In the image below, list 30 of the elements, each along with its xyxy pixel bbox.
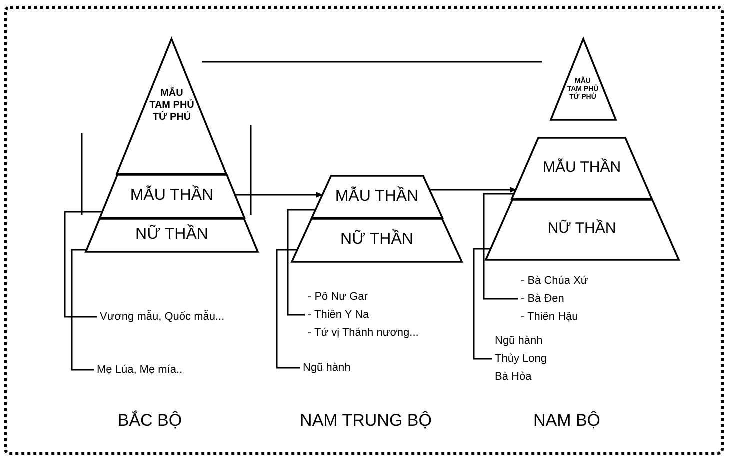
region-label: BẮC BỘ <box>118 410 182 432</box>
annotation-text: Thủy Long <box>495 352 547 367</box>
annotation-text: Mẹ Lúa, Mẹ mía.. <box>97 363 183 378</box>
annotation-text: - Tứ vị Thánh nương... <box>308 326 419 341</box>
arrow <box>235 192 324 198</box>
annotation-text: Bà Hỏa <box>495 370 533 385</box>
leader-line <box>276 249 300 369</box>
leader-line <box>473 248 492 360</box>
tier-label: NỮ THẦN <box>136 224 208 245</box>
annotation-text: Vương mẫu, Quốc mẫu... <box>100 310 225 325</box>
annotation-text: Ngũ hành <box>495 334 544 349</box>
tier-label: MẪU THẦN <box>130 184 214 206</box>
leader-line <box>71 249 94 371</box>
annotation-text: - Thiên Hậu <box>521 310 580 325</box>
tier-label: MẪU THẦN <box>542 158 622 178</box>
region-label: NAM TRUNG BỘ <box>300 410 432 432</box>
annotation-text: Ngũ hành <box>303 361 351 376</box>
annotation-text: - Pô Nư Gar <box>308 290 369 305</box>
leader-line <box>64 211 102 318</box>
annotation-text: - Bà Chúa Xứ <box>521 274 588 289</box>
tier-label: MẪU TAM PHỦ TỨ PHỦ <box>148 88 196 124</box>
tier-label: MẪU THẦN <box>335 186 419 206</box>
tier-label: NỮ THẦN <box>340 228 414 250</box>
arrow <box>430 187 517 193</box>
tier-label: NỮ THẦN <box>548 218 616 240</box>
leader-line <box>287 209 316 316</box>
annotation-text: - Bà Đen <box>521 292 566 307</box>
annotation-text: - Thiên Y Na <box>308 308 370 323</box>
leader-line <box>483 193 518 300</box>
region-label: NAM BỘ <box>533 410 601 432</box>
